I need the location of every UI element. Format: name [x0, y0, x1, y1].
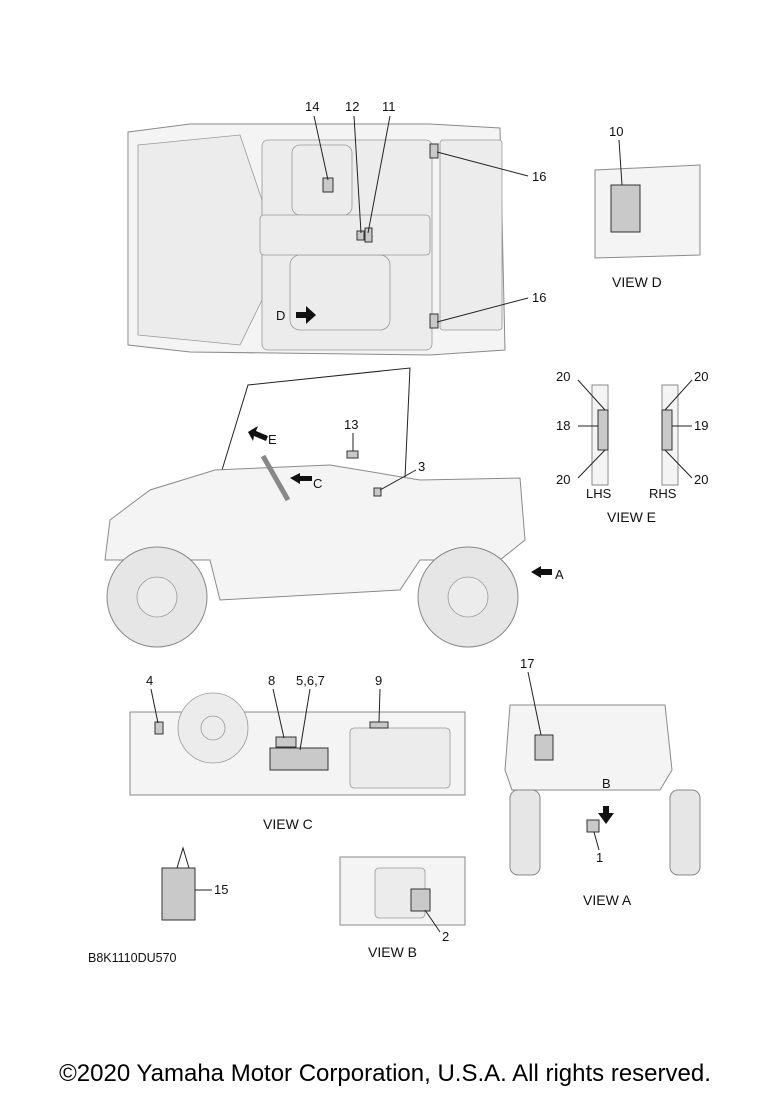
label-17	[534, 734, 554, 761]
callout-16-bottom: 16	[532, 290, 546, 305]
view-a-caption: VIEW A	[583, 892, 632, 908]
arrow-a-icon	[531, 566, 552, 578]
callout-20-rhs-top: 20	[694, 369, 708, 384]
label-8	[275, 736, 297, 748]
callout-19: 19	[694, 418, 708, 433]
vehicle-top-view	[127, 123, 506, 356]
view-b-caption: VIEW B	[368, 944, 417, 960]
diagram-code: B8K1110DU570	[88, 951, 177, 965]
callout-15: 15	[214, 882, 228, 897]
arrow-e-icon	[248, 426, 268, 441]
label-10	[610, 184, 641, 233]
callout-13: 13	[344, 417, 358, 432]
view-e-caption: VIEW E	[607, 509, 656, 525]
view-c-caption: VIEW C	[263, 816, 313, 832]
callout-14: 14	[305, 99, 319, 114]
view-e-detail	[591, 384, 679, 486]
arrow-label-b: B	[602, 776, 611, 791]
callout-18: 18	[556, 418, 570, 433]
view-d-caption: VIEW D	[612, 274, 662, 290]
callout-2: 2	[442, 929, 449, 944]
label-19	[661, 409, 673, 451]
label-5-6-7	[269, 747, 329, 771]
callout-11: 11	[382, 99, 396, 114]
label-1	[586, 819, 600, 833]
arrow-b-icon	[598, 806, 614, 824]
label-9	[369, 721, 389, 729]
callout-8: 8	[268, 673, 275, 688]
callout-17: 17	[520, 656, 534, 671]
callout-5-6-7: 5,6,7	[296, 673, 325, 688]
label-15	[161, 867, 196, 921]
view-b-detail	[339, 856, 466, 926]
callout-20-rhs-bottom: 20	[694, 472, 708, 487]
label-18	[597, 409, 609, 451]
label-2	[410, 888, 431, 912]
callout-10: 10	[609, 124, 623, 139]
callout-16-top: 16	[532, 169, 546, 184]
tag-15-detail	[161, 846, 196, 921]
arrow-label-e: E	[268, 432, 277, 447]
arrow-d-icon	[296, 306, 316, 324]
view-a-detail	[504, 704, 701, 876]
arrow-label-a: A	[555, 567, 564, 582]
view-d-detail	[594, 164, 701, 259]
callout-12: 12	[345, 99, 359, 114]
callout-4: 4	[146, 673, 153, 688]
view-c-detail	[129, 692, 466, 796]
callout-3: 3	[418, 459, 425, 474]
vehicle-side-view	[104, 367, 552, 648]
callout-20-lhs-bottom: 20	[556, 472, 570, 487]
copyright-notice: ©2020 Yamaha Motor Corporation, U.S.A. A…	[59, 1060, 711, 1087]
arrow-c-icon	[290, 473, 312, 484]
label-4	[154, 721, 164, 735]
side-label-rhs: RHS	[649, 486, 677, 501]
side-label-lhs: LHS	[586, 486, 612, 501]
callout-1: 1	[596, 850, 603, 865]
arrow-label-d: D	[276, 308, 285, 323]
arrow-label-c: C	[313, 476, 322, 491]
callout-9: 9	[375, 673, 382, 688]
callout-20-lhs-top: 20	[556, 369, 570, 384]
